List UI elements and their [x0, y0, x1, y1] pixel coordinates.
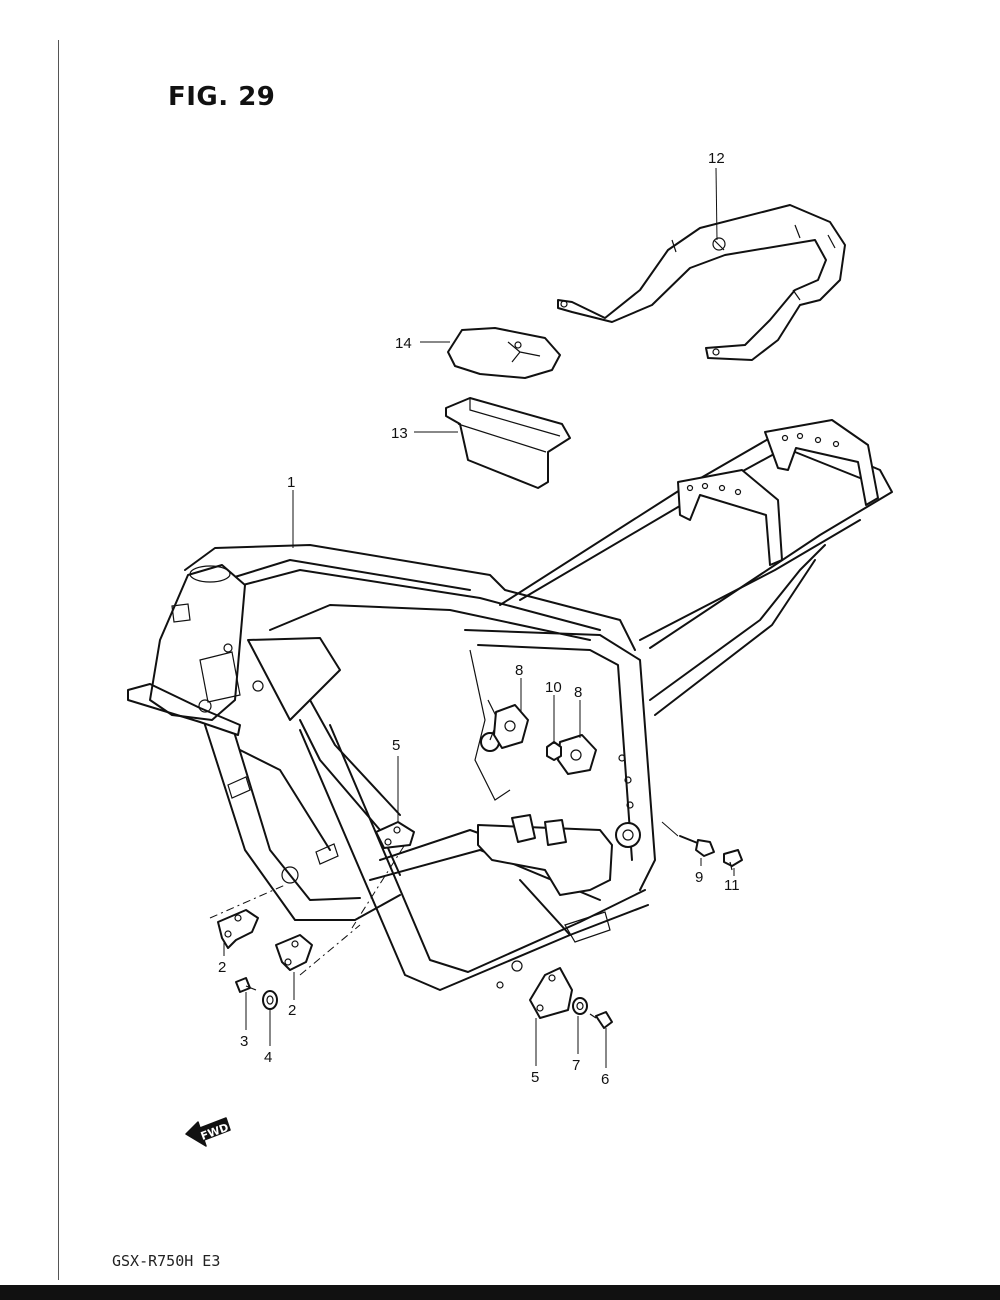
part-3-bolt: [235, 977, 257, 993]
page-margin-line: [58, 40, 59, 1280]
part-5-plate-upper: [351, 821, 415, 929]
figure-title: FIG. 29: [168, 82, 276, 112]
part-11-cap: [723, 849, 743, 871]
callout-13: 13: [391, 425, 408, 442]
fwd-arrow-icon: FWD: [185, 1117, 231, 1147]
callout-9: 9: [695, 869, 703, 886]
part-1-frame: [127, 419, 893, 991]
callout-12: 12: [708, 150, 725, 167]
part-14-bag: [447, 327, 561, 379]
part-10-nut: [546, 741, 562, 761]
callout-4: 4: [264, 1049, 272, 1066]
callout-11: 11: [724, 877, 740, 894]
part-5-plate-lower: [529, 967, 573, 1019]
callout-2-right: 2: [288, 1002, 296, 1019]
callout-5-upper: 5: [392, 737, 400, 754]
model-code: GSX-R750H E3: [112, 1252, 221, 1270]
bottom-scan-edge: [0, 1285, 1000, 1300]
callout-3: 3: [240, 1033, 248, 1050]
callout-1: 1: [287, 474, 295, 491]
callout-5-lower: 5: [531, 1069, 539, 1086]
part-9-bolt: [679, 835, 715, 857]
callout-6: 6: [601, 1071, 609, 1088]
part-2-plate-right: [275, 924, 361, 976]
fwd-label: FWD: [199, 1121, 230, 1143]
callout-14: 14: [395, 335, 412, 352]
callout-8-left: 8: [515, 662, 523, 679]
part-7-washer: [572, 997, 588, 1015]
leader-lines: [223, 167, 735, 1068]
callout-2-left: 2: [218, 959, 226, 976]
part-6-bolt: [589, 1011, 613, 1029]
part-8-engine-mount-lower: [557, 734, 597, 775]
callout-10: 10: [545, 679, 562, 696]
part-8-engine-mount-upper: [493, 704, 529, 749]
part-2-plate-left: [209, 884, 286, 949]
part-12-seat-rail: [557, 204, 846, 361]
part-13-tray: [445, 397, 571, 489]
callout-7: 7: [572, 1057, 580, 1074]
part-4-washer: [262, 990, 278, 1010]
callout-8-right: 8: [574, 684, 582, 701]
